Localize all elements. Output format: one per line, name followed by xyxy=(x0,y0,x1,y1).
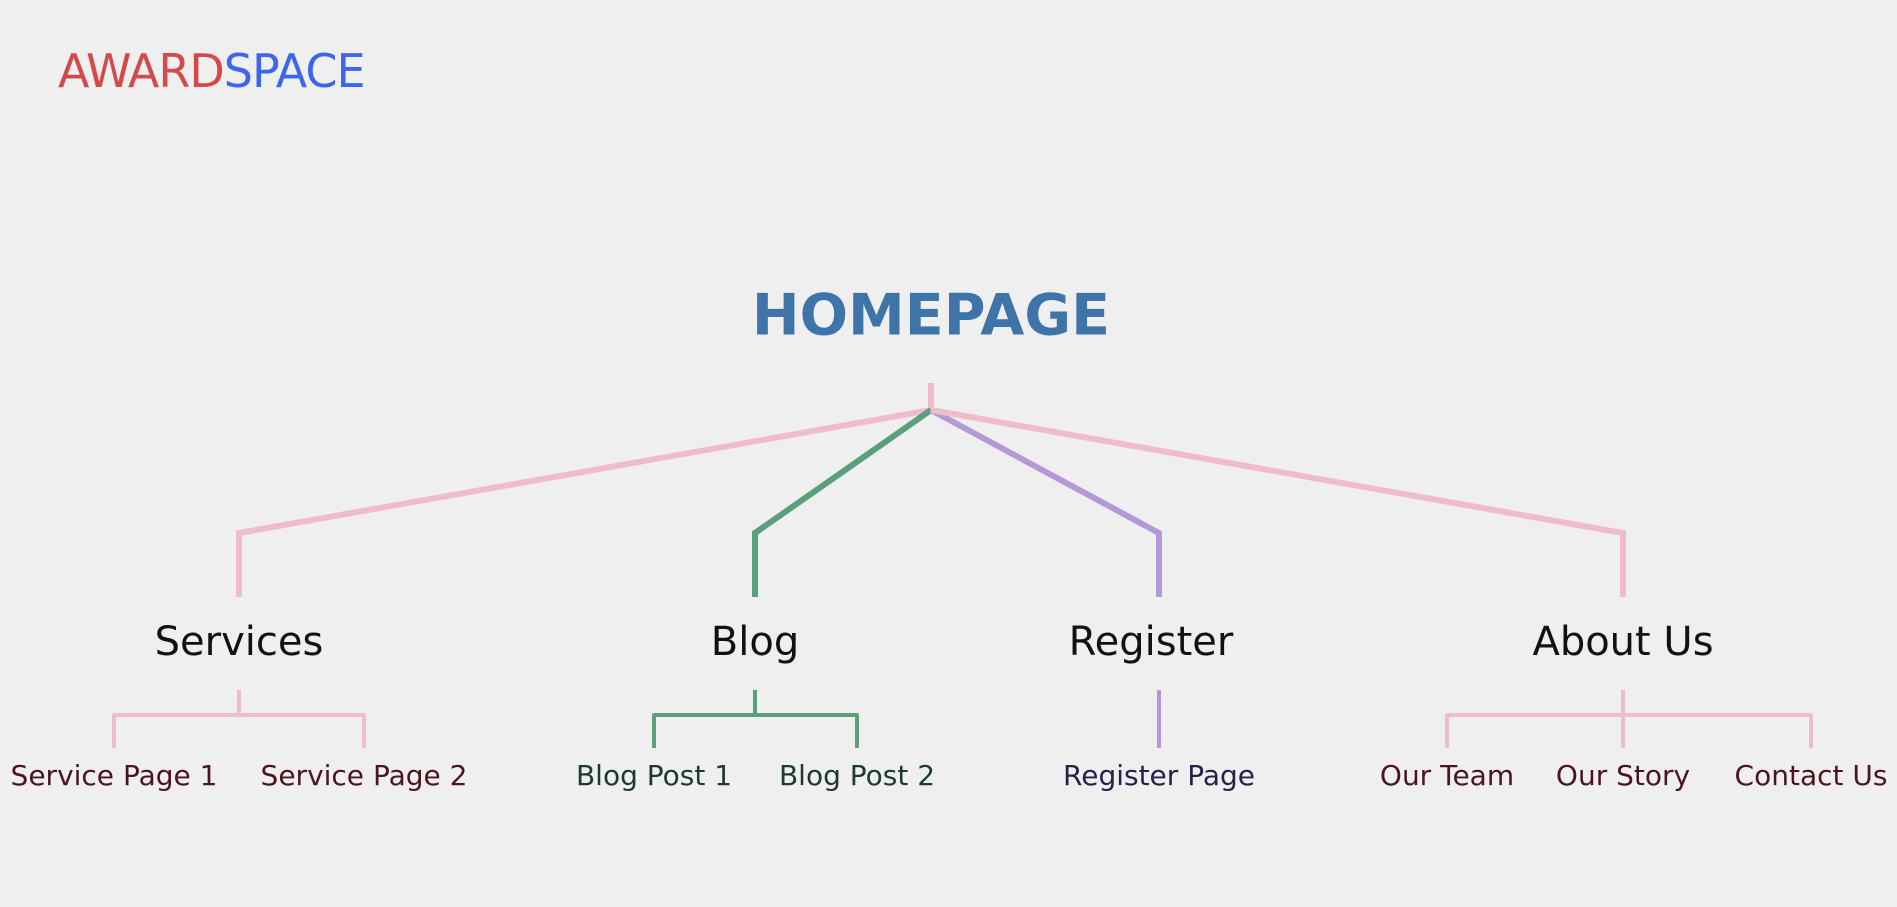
page-node-our-story: Our Story xyxy=(1555,759,1691,792)
page-node-blog-post-2: Blog Post 2 xyxy=(778,759,936,792)
page-node-service-page-2: Service Page 2 xyxy=(260,759,468,792)
section-node-services: Services xyxy=(154,619,324,665)
page-node-contact-us: Contact Us xyxy=(1734,759,1888,792)
logo-space: SPACE xyxy=(223,44,366,98)
page-node-blog-post-1: Blog Post 1 xyxy=(575,759,733,792)
root-node-homepage: HOMEPAGE xyxy=(751,282,1111,349)
logo-award: AWARD xyxy=(58,44,225,98)
branch-line-about-us xyxy=(930,407,1626,597)
page-node-service-page-1: Service Page 1 xyxy=(10,759,218,792)
section-node-register: Register xyxy=(1068,619,1234,665)
section-node-about-us: About Us xyxy=(1532,619,1714,665)
page-node-our-team: Our Team xyxy=(1379,759,1515,792)
awardspace-logo[interactable]: AWARDSPACE xyxy=(58,48,366,94)
section-node-blog: Blog xyxy=(710,619,800,665)
branch-line-register xyxy=(929,407,1162,597)
branch-line-services xyxy=(236,407,932,597)
page-node-register-page: Register Page xyxy=(1063,759,1255,792)
branch-line-blog xyxy=(752,407,933,597)
